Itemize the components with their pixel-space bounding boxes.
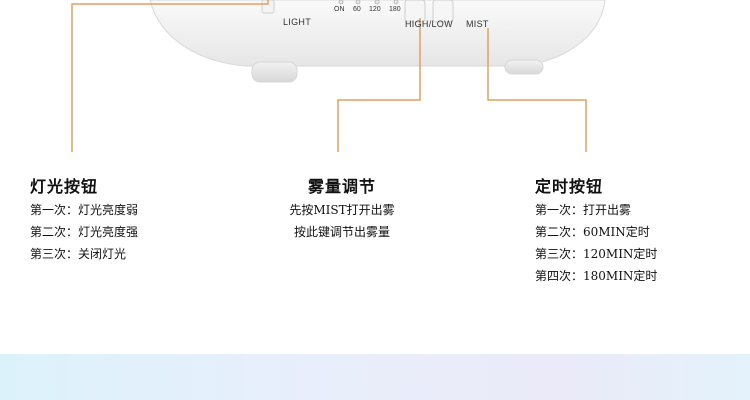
callout-timer: 定时按钮 第一次：打开出雾 第二次：60MIN定时 第三次：120MIN定时 第… [535,173,657,287]
timer-label-180: 180 [389,6,401,13]
timer-led-on [338,0,344,5]
callout-timer-line-3: 第三次：120MIN定时 [535,247,658,261]
light-label: LIGHT [283,17,312,27]
callout-light-line-3: 第三次：关闭灯光 [30,247,127,261]
callout-line-timer [487,28,587,152]
timer-led-180 [393,0,399,5]
callout-light-line-1: 第一次：灯光亮度弱 [30,203,139,217]
callout-mist-line-1: 先按MIST打开出雾 [289,203,395,217]
callout-light: 灯光按钮 第一次：灯光亮度弱 第二次：灯光亮度强 第三次：关闭灯光 [30,173,138,265]
timer-label-60: 60 [353,6,361,13]
callout-mist: 雾量调节 先按MIST打开出雾 按此键调节出雾量 [267,173,417,243]
left-foot [251,61,298,83]
mist-label: MIST [466,19,489,29]
timer-led-60 [355,0,361,5]
callout-timer-title: 定时按钮 [535,177,604,196]
callout-line-mist [337,18,421,152]
right-foot [504,59,544,75]
timer-led-120 [374,0,380,5]
callout-timer-line-2: 第二次：60MIN定时 [535,225,650,239]
timer-label-on: ON [334,6,345,13]
callout-timer-line-4: 第四次：180MIN定时 [535,269,658,283]
bottom-gradient-band [0,354,750,400]
mist-button [432,0,454,23]
callout-line-light [71,0,269,152]
highlow-label: HIGH/LOW [405,19,453,29]
highlow-button [404,0,426,23]
callout-mist-title: 雾量调节 [307,177,376,196]
callout-light-line-2: 第二次：灯光亮度强 [30,225,139,239]
callout-mist-line-2: 按此键调节出雾量 [293,225,390,239]
callout-light-title: 灯光按钮 [30,177,99,196]
timer-label-120: 120 [369,6,381,13]
callout-timer-line-1: 第一次：打开出雾 [535,203,632,217]
